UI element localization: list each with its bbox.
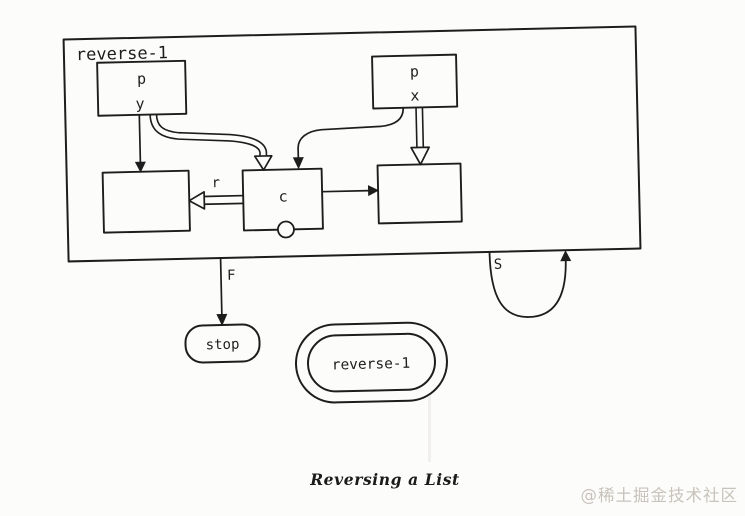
hollow-arrowhead-y-to-c — [253, 154, 273, 171]
edge-label-f: F — [227, 268, 236, 284]
edge-x-to-c — [297, 106, 405, 160]
arrowhead-c-to-rightcell — [367, 185, 380, 197]
param-box-y — [96, 59, 188, 117]
param-box-x — [371, 53, 459, 110]
function-frame-box — [62, 25, 642, 263]
param-y-bottom-label: y — [135, 95, 144, 113]
edge-self-loop — [488, 251, 567, 318]
hollow-arrow-x-to-rightcell — [415, 103, 425, 153]
arrowhead-x-to-c — [292, 157, 304, 170]
edge-false-to-stop — [219, 257, 223, 316]
arrowhead-false-to-stop — [216, 313, 228, 326]
arrowhead-y-to-leftcell — [134, 161, 146, 173]
hollow-arrow-y-to-c — [149, 110, 268, 163]
left-cell-box — [101, 169, 191, 234]
hollow-arrow-x-inner — [416, 105, 423, 151]
hollow-arrow-c-to-leftcell — [199, 194, 250, 206]
recursive-call-label: reverse-1 — [332, 356, 411, 374]
hollow-arrow-r-inner — [201, 196, 248, 204]
frame-title: reverse-1 — [76, 43, 169, 65]
cons-label: c — [278, 187, 287, 205]
param-x-top-label: p — [410, 62, 419, 80]
hollow-arrowhead-c-to-leftcell — [188, 191, 206, 210]
right-cell-box — [376, 162, 463, 225]
hollow-arrowhead-x-to-rightcell — [410, 146, 430, 166]
watermark: @稀土掘金技术社区 — [581, 486, 739, 505]
figure-caption: Reversing a List — [309, 470, 460, 489]
scan-crease — [428, 396, 431, 462]
recursive-call-capsule-inner — [306, 332, 436, 393]
edge-label-s: S — [494, 257, 503, 273]
edge-c-to-rightcell — [321, 189, 370, 193]
stop-label: stop — [206, 337, 240, 354]
edge-label-r: r — [211, 175, 220, 191]
param-y-top-label: p — [137, 70, 146, 88]
cons-pointer-circle — [277, 220, 295, 239]
hollow-arrow-y-to-c-inner — [150, 112, 266, 161]
edge-y-to-leftcell — [138, 113, 142, 164]
arrowhead-self-loop — [560, 250, 572, 262]
param-x-bottom-label: x — [410, 86, 419, 104]
stop-node — [184, 323, 261, 364]
